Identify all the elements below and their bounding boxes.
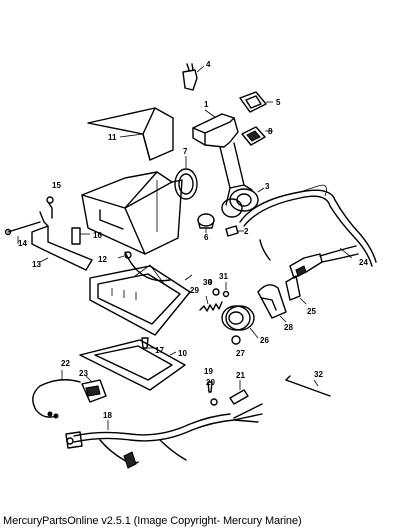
- part-17-screw: [141, 337, 155, 349]
- part-18-harness: [65, 403, 263, 469]
- callout-4: 4: [206, 60, 211, 69]
- part-9-base: [89, 251, 193, 336]
- callout-29: 29: [190, 286, 199, 295]
- callout-8: 8: [268, 127, 273, 136]
- exploded-parts-diagram: 1 2 3 4 5 6 7 8 9 10 11 12 13 14 15 16 1…: [4, 60, 377, 469]
- callout-9: 9: [208, 278, 213, 287]
- callout-12: 12: [98, 255, 107, 264]
- callout-7: 7: [183, 147, 188, 156]
- callout-11: 11: [108, 133, 117, 142]
- part-12-nut: [117, 251, 132, 259]
- callout-1: 1: [204, 100, 209, 109]
- callout-3: 3: [265, 182, 270, 191]
- callout-19: 19: [204, 367, 213, 376]
- callout-22: 22: [61, 359, 70, 368]
- part-14-bolt: [4, 221, 41, 244]
- part-20-nut: [210, 398, 218, 406]
- part-31-detent: [222, 282, 230, 298]
- part-8-bezel: [241, 126, 273, 146]
- part-28-clip: [257, 284, 287, 323]
- part-22-cable: [32, 370, 81, 419]
- callout-21: 21: [236, 371, 245, 380]
- part-5-bezel: [239, 91, 273, 113]
- part-27-washer: [231, 335, 241, 345]
- callout-15: 15: [52, 181, 61, 190]
- part-3-hub: [221, 184, 265, 218]
- callout-27: 27: [236, 349, 245, 358]
- part-10-gasket: [79, 339, 186, 391]
- callout-30: 30: [203, 278, 212, 287]
- callout-24: 24: [359, 258, 368, 267]
- callout-23: 23: [79, 369, 88, 378]
- part-21-fuse: [229, 380, 249, 405]
- part-4-plug: [182, 63, 205, 91]
- callout-31: 31: [219, 272, 228, 281]
- callout-32: 32: [314, 370, 323, 379]
- callout-25: 25: [307, 307, 316, 316]
- part-25-connector: [285, 245, 359, 305]
- part-30-washer: [212, 288, 220, 296]
- part-15-screw: [46, 196, 54, 219]
- part-13-bracket: [31, 211, 93, 271]
- callout-6: 6: [204, 233, 209, 242]
- part-19-screw: [207, 381, 213, 393]
- callout-5: 5: [276, 98, 281, 107]
- part-1-handle: [192, 109, 245, 189]
- callout-28: 28: [284, 323, 293, 332]
- part-23-switch: [81, 375, 107, 403]
- callout-2: 2: [244, 227, 249, 236]
- part-16-stud: [71, 227, 90, 245]
- callout-10: 10: [178, 349, 187, 358]
- part-29-spring: [199, 295, 223, 312]
- part-2-pin: [225, 225, 244, 237]
- callout-14: 14: [18, 239, 27, 248]
- part-32-cable-tie: [285, 375, 331, 397]
- copyright-footer: MercuryPartsOnline v2.5.1 (Image Copyrig…: [3, 515, 302, 527]
- callout-16: 16: [93, 231, 102, 240]
- part-11-cover: [87, 107, 174, 161]
- part-26-pulley: [221, 305, 259, 339]
- callout-20: 20: [206, 378, 215, 387]
- callout-labels: 1 2 3 4 5 6 7 8 9 10 11 12 13 14 15 16 1…: [18, 60, 368, 420]
- callout-18: 18: [103, 411, 112, 420]
- part-7-ring: [174, 156, 198, 200]
- callout-17: 17: [155, 346, 164, 355]
- callout-26: 26: [260, 336, 269, 345]
- part-6-bushing: [197, 213, 215, 233]
- part-24-harness: [239, 184, 377, 267]
- control-housing: [81, 171, 183, 255]
- callout-13: 13: [32, 260, 41, 269]
